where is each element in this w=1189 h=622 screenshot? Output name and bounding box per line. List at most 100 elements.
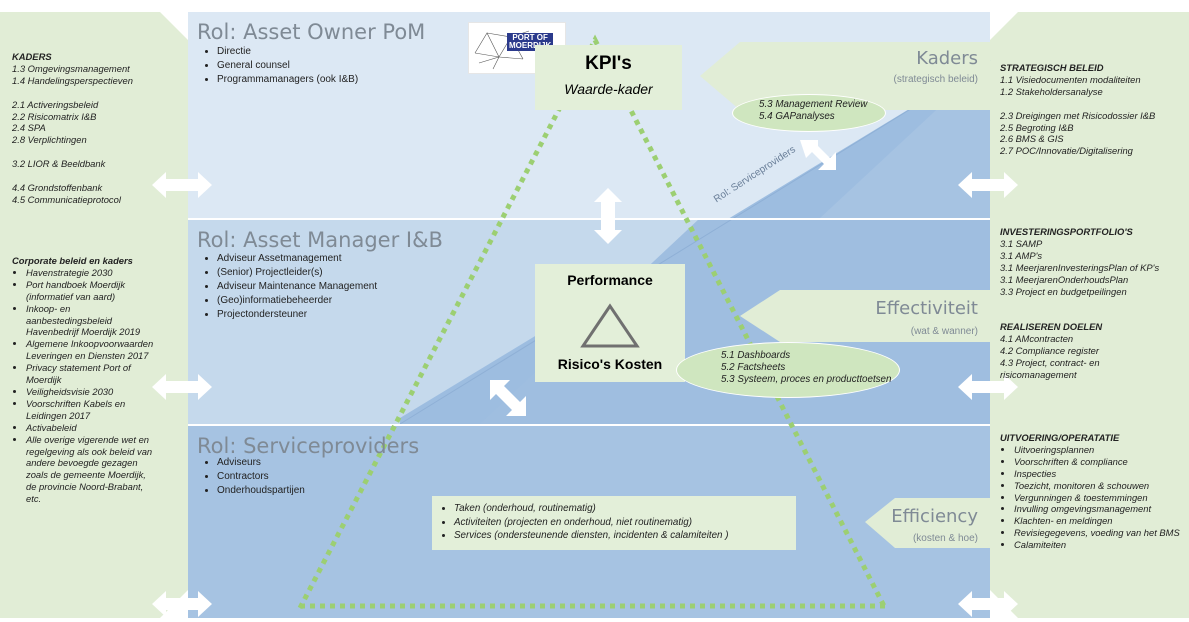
right-strategisch-heading: STRATEGISCH BELEID	[1000, 62, 1104, 73]
kaders-title: Kaders	[916, 48, 978, 69]
band-owner-item: Directie	[217, 45, 358, 59]
effectiviteit-chevron	[740, 290, 990, 342]
right-realiseren-line: 4.2 Compliance register	[1000, 344, 1100, 356]
left-kaders: KADERS 1.3 Omgevingsmanagement 1.4 Hande…	[12, 51, 133, 206]
left-corporate-item: Voorschriften Kabels en Leidingen 2017	[26, 398, 154, 422]
right-uitvoering-item: Vergunningen & toestemmingen	[1014, 492, 1180, 504]
right-investering-heading: INVESTERINGSPORTFOLIO'S	[1000, 226, 1133, 237]
left-kaders-heading: KADERS	[12, 51, 52, 62]
right-strategisch-line: 2.6 BMS & GIS	[1000, 133, 1064, 145]
kpi-subtitle: Waarde-kader	[564, 81, 653, 97]
right-uitvoering: UITVOERING/OPERATATIE Uitvoeringsplannen…	[1000, 432, 1180, 551]
right-realiseren: REALISEREN DOELEN 4.1 AMcontracten 4.2 C…	[1000, 321, 1178, 381]
efficiency-title: Efficiency	[891, 506, 978, 527]
left-corporate-item: Alle overige vigerende wet en regelgevin…	[26, 434, 154, 505]
left-kaders-line: 1.4 Handelingsperspectieven	[12, 74, 133, 86]
band-manager-item: Adviseur Assetmanagement	[217, 252, 377, 266]
dashboards-ellipse: 5.1 Dashboards 5.2 Factsheets 5.3 Systee…	[676, 342, 900, 398]
right-strategisch-line: 1.1 Visiedocumenten modaliteiten	[1000, 73, 1141, 85]
effectiviteit-subtitle: (wat & wanner)	[910, 326, 978, 337]
band-owner-title: Rol: Asset Owner PoM	[197, 20, 426, 44]
left-kaders-line: 3.2 LIOR & Beeldbank	[12, 158, 106, 170]
right-investering-line: 3.1 SAMP	[1000, 237, 1043, 249]
dashboards-ellipse-line: 5.1 Dashboards	[721, 350, 791, 361]
right-uitvoering-item: Uitvoeringsplannen	[1014, 444, 1180, 456]
right-uitvoering-item: Inspecties	[1014, 468, 1180, 480]
dashboards-ellipse-line: 5.3 Systeem, proces en producttoetsen	[721, 374, 892, 385]
left-corporate-heading: Corporate beleid en kaders	[12, 255, 133, 266]
logo-text-line2: MOERDIJK	[509, 41, 552, 50]
left-kaders-line: 2.1 Activeringsbeleid	[12, 98, 99, 110]
activities-list: Taken (onderhoud, routinematig) Activite…	[432, 502, 728, 543]
band-manager-item: (Senior) Projectleider(s)	[217, 266, 377, 280]
band-manager-item: Projectondersteuner	[217, 308, 377, 322]
right-realiseren-line: 4.1 AMcontracten	[1000, 332, 1074, 344]
efficiency-subtitle: (kosten & hoe)	[912, 533, 978, 544]
left-kaders-line: 4.5 Communicatieprotocol	[12, 193, 121, 205]
left-kaders-line: 4.4 Grondstoffenbank	[12, 181, 103, 193]
right-investering-line: 3.3 Project en budgetpeilingen	[1000, 285, 1127, 297]
left-kaders-line: 2.4 SPA	[12, 122, 46, 134]
right-uitvoering-item: Invulling omgevingsmanagement	[1014, 503, 1180, 515]
effectiviteit-title: Effectiviteit	[875, 298, 978, 319]
kaders-chevron	[700, 42, 990, 110]
kpi-box: KPI's Waarde-kader	[535, 45, 682, 110]
band-service-item: Contractors	[217, 470, 305, 484]
right-strategisch: STRATEGISCH BELEID 1.1 Visiedocumenten m…	[1000, 62, 1155, 157]
left-kaders-line: 1.3 Omgevingsmanagement	[12, 62, 130, 74]
right-strategisch-line: 2.3 Dreigingen met Risicodossier I&B	[1000, 109, 1156, 121]
kaders-subtitle: (strategisch beleid)	[893, 74, 978, 85]
band-service-list: Adviseurs Contractors Onderhoudspartijen	[197, 456, 305, 498]
activities-item: Services (ondersteunende diensten, incid…	[454, 529, 728, 543]
right-uitvoering-heading: UITVOERING/OPERATATIE	[1000, 432, 1120, 443]
band-owner-item: General counsel	[217, 59, 358, 73]
band-service-title: Rol: Serviceproviders	[197, 434, 420, 458]
right-uitvoering-item: Klachten- en meldingen	[1014, 515, 1180, 527]
right-investering: INVESTERINGSPORTFOLIO'S 3.1 SAMP 3.1 AMP…	[1000, 226, 1159, 297]
left-kaders-line: 2.2 Risicomatrix I&B	[12, 110, 97, 122]
right-strategisch-line: 2.7 POC/Innovatie/Digitalisering	[1000, 145, 1133, 157]
right-uitvoering-item: Voorschriften & compliance	[1014, 456, 1180, 468]
activities-item: Taken (onderhoud, routinematig)	[454, 502, 728, 516]
band-manager-title: Rol: Asset Manager I&B	[197, 228, 443, 252]
left-corporate-item: Algemene Inkoopvoorwaarden Leveringen en…	[26, 338, 154, 362]
right-strategisch-line: 2.5 Begroting I&B	[1000, 121, 1074, 133]
double-arrows	[152, 140, 1018, 617]
performance-label: Performance	[567, 272, 653, 288]
right-investering-line: 3.1 AMP's	[1000, 249, 1043, 261]
dotted-triangle	[297, 34, 888, 610]
right-strategisch-line: 1.2 Stakeholdersanalyse	[1000, 85, 1103, 97]
right-realiseren-heading: REALISEREN DOELEN	[1000, 321, 1103, 332]
left-corporate-item: Inkoop- en aanbestedingsbeleid Havenbedr…	[26, 303, 154, 339]
review-ellipse-line: 5.3 Management Review	[759, 99, 868, 110]
left-kaders-line: 2.8 Verplichtingen	[12, 134, 87, 146]
performance-box: Performance Risico's Kosten	[535, 264, 685, 382]
right-realiseren-line: 4.3 Project, contract- en risicomanageme…	[1000, 356, 1100, 380]
left-corporate-item: Activabeleid	[26, 422, 154, 434]
band-manager-item: Adviseur Maintenance Management	[217, 280, 377, 294]
activities-item: Activiteiten (projecten en onderhoud, ni…	[454, 516, 728, 530]
left-corporate-item: Privacy statement Port of Moerdijk	[26, 362, 154, 386]
left-corporate-item: Port handboek Moerdijk (informatief van …	[26, 279, 154, 303]
risico-kosten-label: Risico's Kosten	[557, 356, 663, 372]
review-ellipse: 5.3 Management Review 5.4 GAPanalyses	[732, 94, 886, 132]
band-service-item: Adviseurs	[217, 456, 305, 470]
band-manager-list: Adviseur Assetmanagement (Senior) Projec…	[197, 252, 377, 322]
band-manager-item: (Geo)informatiebeheerder	[217, 294, 377, 308]
band-service-item: Onderhoudspartijen	[217, 484, 305, 498]
triangle-icon	[580, 303, 640, 348]
dashboards-ellipse-line: 5.2 Factsheets	[721, 362, 786, 373]
left-panel-bg	[0, 12, 188, 618]
left-corporate-item: Havenstrategie 2030	[26, 267, 154, 279]
logo-text-line1: PORT OF	[512, 33, 548, 42]
right-investering-line: 3.1 MeerjarenInvesteringsPlan of KP's	[1000, 261, 1160, 273]
right-investering-line: 3.1 MeerjarenOnderhoudsPlan	[1000, 273, 1129, 285]
right-uitvoering-item: Calamiteiten	[1014, 539, 1180, 551]
band-owner-item: Programmamanagers (ook I&B)	[217, 73, 358, 87]
band-owner-list: Directie General counsel Programmamanage…	[197, 45, 358, 87]
right-panel-bg	[990, 12, 1189, 618]
kpi-title: KPI's	[585, 53, 632, 74]
right-uitvoering-item: Revisiegegevens, voeding van het BMS	[1014, 527, 1180, 539]
review-ellipse-line: 5.4 GAPanalyses	[759, 111, 835, 122]
right-uitvoering-item: Toezicht, monitoren & schouwen	[1014, 480, 1180, 492]
